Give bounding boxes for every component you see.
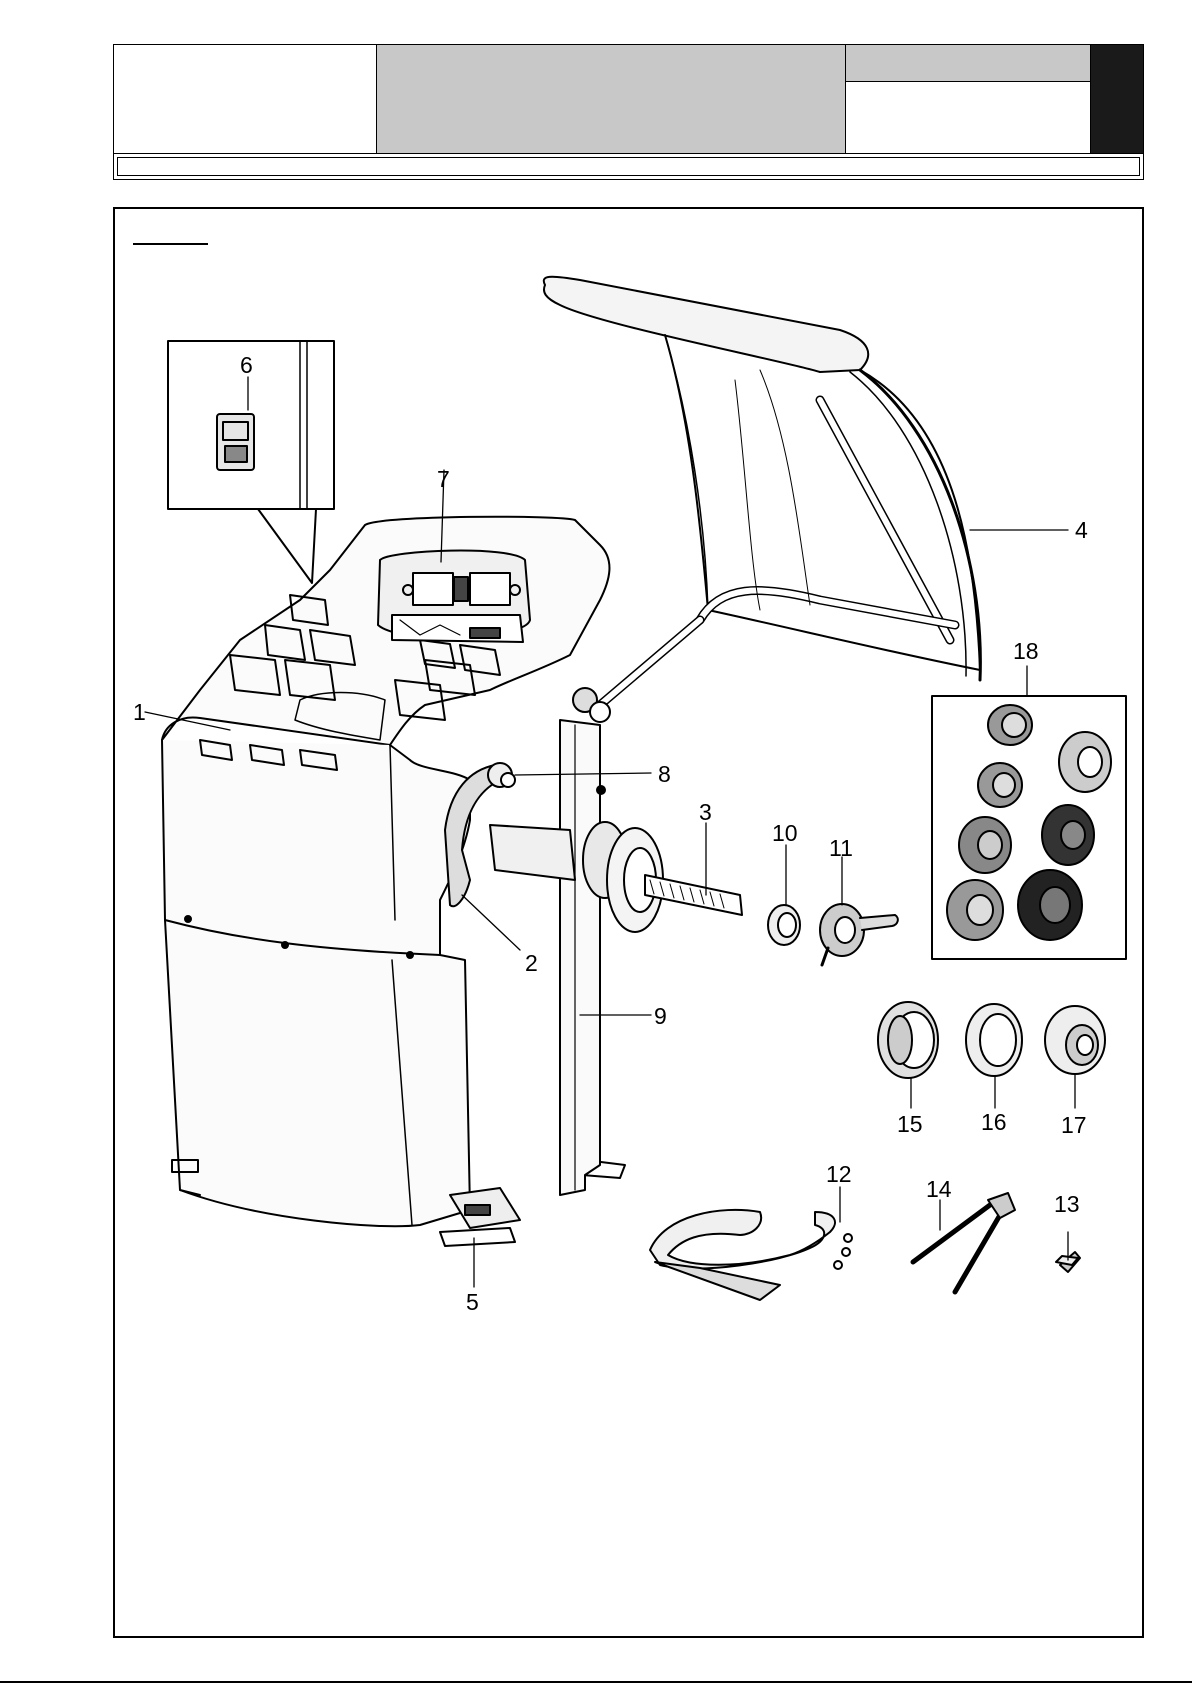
- callout-15: 15: [897, 1111, 923, 1137]
- rear-column: [560, 688, 610, 1195]
- callout-10: 10: [772, 820, 798, 846]
- callout-18: 18: [1013, 638, 1039, 664]
- page-bottom-rule: [0, 1681, 1192, 1683]
- callout-17: 17: [1061, 1112, 1087, 1138]
- callout-5: 5: [466, 1289, 479, 1315]
- callout-16: 16: [981, 1109, 1007, 1135]
- callout-9: 9: [654, 1003, 667, 1029]
- spacer-ring-10: [768, 905, 800, 945]
- cap-17: [1045, 1006, 1105, 1074]
- cone-set-18: [932, 696, 1126, 959]
- shaft-flange: [490, 822, 742, 932]
- callout-1: 1: [133, 699, 146, 725]
- callout-8: 8: [658, 761, 671, 787]
- wheel-guard-hood: [544, 277, 981, 705]
- callout-3: 3: [699, 799, 712, 825]
- callout-11: 11: [829, 835, 853, 861]
- callout-4: 4: [1075, 517, 1088, 543]
- callout-14: 14: [926, 1176, 952, 1202]
- callout-2: 2: [525, 950, 538, 976]
- weight-pliers-14: [913, 1193, 1015, 1292]
- pressure-cup-15: [878, 1002, 938, 1078]
- protection-ring-16: [966, 1004, 1022, 1076]
- control-panel: [378, 551, 530, 642]
- quick-release-nut-11: [820, 904, 898, 965]
- callout-12: 12: [826, 1161, 852, 1187]
- brake-pedal: [450, 1188, 520, 1228]
- callout-13: 13: [1054, 1191, 1080, 1217]
- callout-7: 7: [437, 466, 450, 492]
- callout-6: 6: [240, 352, 253, 378]
- width-caliper-12: [650, 1210, 852, 1300]
